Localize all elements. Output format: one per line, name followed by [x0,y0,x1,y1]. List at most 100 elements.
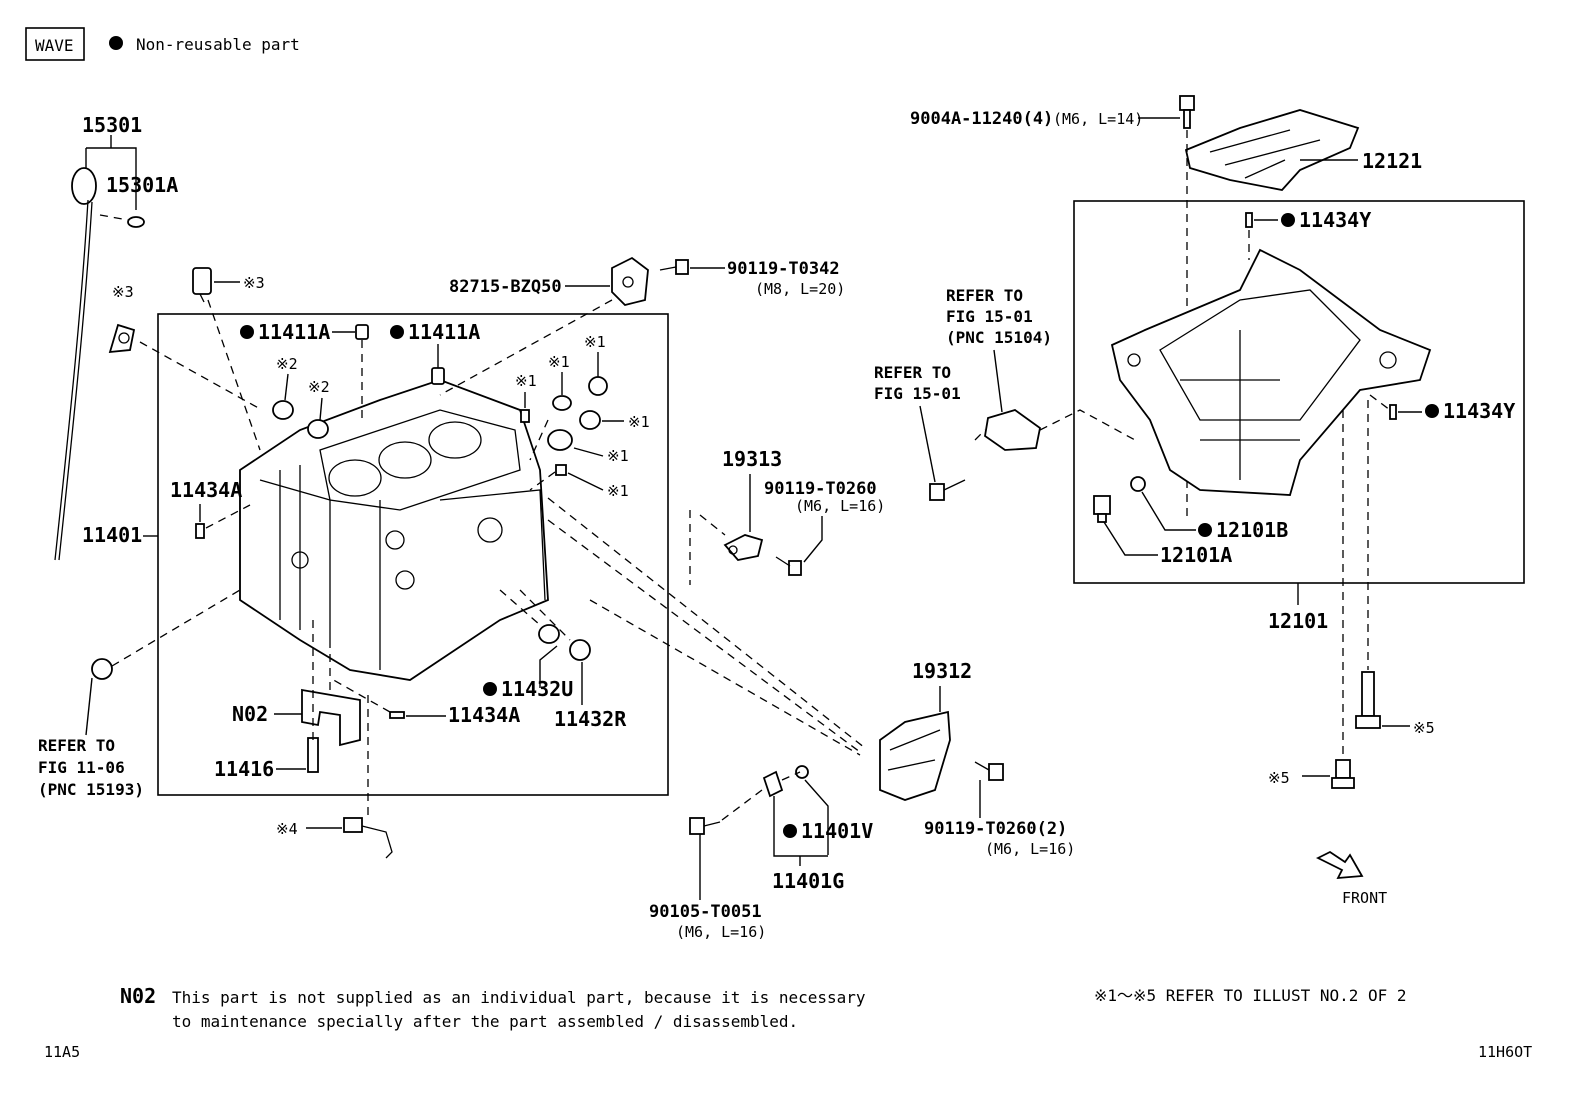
code-right: 11H6OT [1478,1043,1532,1061]
stud-11434Y-a [1245,212,1253,228]
bolt-90105-T0051 [689,817,721,835]
label-19313: 19313 [722,447,782,471]
mark-1e: ※1 [607,447,629,465]
mark-5b: ※5 [1268,769,1290,787]
footnote-line2: to maintenance specially after the part … [172,1012,798,1031]
spec-90119-T0260-2: (M6, L=16) [985,840,1075,858]
non-reusable-dot-icon [483,682,497,696]
knock-sensor-connector [192,267,212,303]
label-N02: N02 [232,702,268,726]
dowel-pin-b [431,367,445,385]
ref-1501a-line1: REFER TO [946,286,1023,305]
label-90119-T0260: 90119-T0260 [764,479,877,499]
stud-bolt-5a [1355,671,1381,729]
label-12121: 12121 [1362,149,1422,173]
oil-pan-box [1073,200,1525,584]
dipstick-o-ring [127,216,145,228]
plug-a [272,400,294,420]
bolt-90119-T0342 [659,259,689,275]
label-12101A: 12101A [1160,543,1232,567]
mark-1f: ※1 [607,482,629,500]
bolt-9004A [1179,95,1195,129]
rear-oil-seal [91,658,113,680]
bolt-5b [1331,759,1355,789]
ref-1501b-line1: REFER TO [874,363,951,382]
mark-3b: ※3 [112,283,134,301]
plug-b [307,419,329,439]
label-11434A-1: 11434A [170,478,242,502]
mark-4: ※4 [276,820,298,838]
cylinder-block-box [157,313,669,796]
dowel-11434A-b [389,711,405,719]
label-12101B: 12101B [1216,518,1288,542]
mark-3a: ※3 [243,274,265,292]
label-11411A-1: 11411A [258,320,330,344]
pin-1c [520,409,530,423]
bolt-90119-T0260-2 [974,761,1004,781]
label-15301: 15301 [82,113,142,137]
insulator-19312 [879,710,951,801]
oil-dipstick [54,167,97,561]
bolt-refer-1501 [929,479,966,501]
label-11434Y-2: 11434Y [1443,399,1515,423]
bolt-11416 [307,737,319,773]
stud-11434Y-b [1389,404,1397,420]
label-11432R: 11432R [554,707,627,731]
label-11411A-2: 11411A [408,320,480,344]
spec-90105-T0051: (M6, L=16) [676,923,766,941]
plug-1a [588,376,608,396]
ref-1106-line2: FIG 11-06 [38,758,125,777]
mark-2b: ※2 [308,378,330,396]
wave-badge [25,27,85,61]
oil-pan-baffle-12121 [1184,109,1360,191]
ref-1106-line3: (PNC 15193) [38,780,144,799]
dowel-pin-a [355,324,369,340]
label-90105-T0051: 90105-T0051 [649,902,762,922]
footnote-code: N02 [120,984,156,1008]
code-left: 11A5 [44,1043,80,1061]
ref-1501b-line2: FIG 15-01 [874,384,961,403]
label-11401V: 11401V [801,819,873,843]
camshaft-position-sensor [611,256,649,306]
oil-pan-12101 [1110,248,1432,496]
front-label: FRONT [1342,889,1387,907]
label-12101: 12101 [1268,609,1328,633]
gasket-11401V [795,765,809,779]
bearing-cap-N02 [301,688,361,747]
non-reusable-dot-icon [240,325,254,339]
union-11401G [762,770,784,798]
label-90119-T0342: 90119-T0342 [727,259,840,279]
mark-1a: ※1 [584,333,606,351]
drain-plug-12101A [1093,495,1111,523]
ref-1106-line1: REFER TO [38,736,115,755]
non-reusable-dot-icon [390,325,404,339]
refer-note: ※1～※5 REFER TO ILLUST NO.2 OF 2 [1094,986,1407,1005]
label-11432U: 11432U [501,677,573,701]
mark-2a: ※2 [276,355,298,373]
label-90119-T0260-2: 90119-T0260(2) [924,819,1067,839]
cylinder-block [239,379,549,681]
spec-90119-T0342: (M8, L=20) [755,280,845,298]
spec-9004A: (M6, L=14) [1053,110,1143,128]
front-arrow-icon [1315,850,1364,880]
label-11434Y-1: 11434Y [1299,208,1371,232]
label-9004A: 9004A-11240(4) [910,109,1053,129]
gasket-12101B [1130,476,1146,492]
pin-1f [555,464,567,476]
ref-1501a-line3: (PNC 15104) [946,328,1052,347]
mark-1c: ※1 [515,372,537,390]
knock-sensor [108,323,136,354]
ring-1e [547,429,573,451]
footnote-line1: This part is not supplied as an individu… [172,988,866,1007]
dowel-11434A-a [195,523,205,539]
ref-1501a-line2: FIG 15-01 [946,307,1033,326]
non-reusable-dot-icon [1198,523,1212,537]
bracket-19313 [723,534,764,561]
label-82715: 82715-BZQ50 [449,277,562,297]
plug-11432R [569,639,591,661]
mark-5a: ※5 [1413,719,1435,737]
seal-11432U [538,624,560,644]
plug-1d [579,410,601,430]
legend-text: Non-reusable part [136,35,300,54]
